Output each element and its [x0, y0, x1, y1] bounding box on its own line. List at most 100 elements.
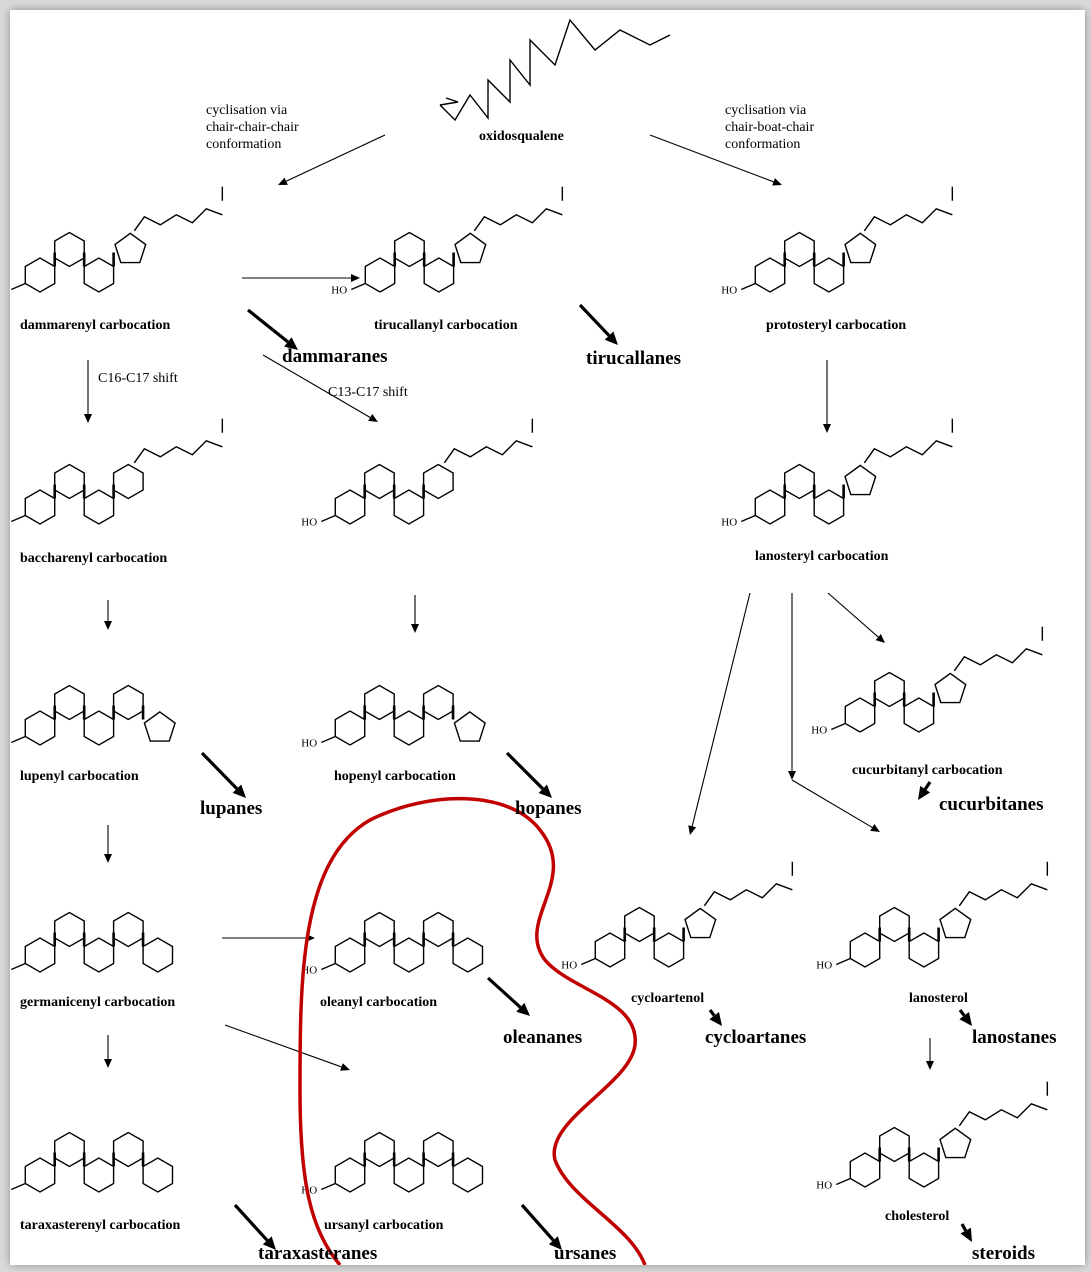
- taraxasterenyl-carbocation-label: taraxasterenyl carbocation: [20, 1218, 181, 1233]
- arrow: [823, 360, 831, 433]
- ring-six: [83, 937, 115, 973]
- arrow-head: [918, 785, 931, 800]
- ring-six: [142, 1157, 174, 1193]
- ring-six: [112, 1131, 144, 1168]
- arrow-head: [516, 1002, 530, 1016]
- oleanyl-carbocation-label: oleanyl carbocation: [320, 995, 438, 1010]
- ring-six: [364, 1131, 395, 1168]
- ring-six: [879, 906, 910, 943]
- lanosteryl-carbocation-label: lanosteryl carbocation: [755, 549, 889, 564]
- bold-arrow: [486, 976, 530, 1016]
- cyclisation-chair-chair-chair-note: cyclisation via chair-chair-chair confor…: [206, 102, 299, 153]
- ring-six: [754, 489, 786, 525]
- structure-protosteryl: HO: [721, 186, 954, 297]
- highlight-outline: [298, 796, 647, 1265]
- ring-six: [393, 937, 425, 973]
- ring-six: [903, 697, 935, 733]
- hydroxyl-bond: [321, 514, 336, 523]
- arrow-head: [104, 621, 112, 630]
- protosteryl-carbocation-label: protosteryl carbocation: [766, 318, 907, 333]
- ring-six: [54, 684, 85, 721]
- arrow: [688, 592, 751, 835]
- arrow: [411, 595, 419, 633]
- structure-hopenyl: HO: [301, 684, 486, 750]
- lupanes-label: lupanes: [200, 798, 263, 819]
- arrow-shaft: [649, 134, 774, 183]
- baccharenyl-carbocation-label: baccharenyl carbocation: [20, 551, 168, 566]
- arrow-shaft: [247, 308, 289, 344]
- hydroxyl-bond: [581, 957, 596, 966]
- ring-five: [114, 232, 147, 264]
- ring-six: [874, 671, 905, 708]
- lupenyl-carbocation-label: lupenyl carbocation: [20, 769, 139, 784]
- hydroxyl-bond: [741, 282, 756, 291]
- ring-six: [422, 684, 454, 721]
- ring-six: [24, 937, 56, 973]
- ring-six: [24, 1157, 56, 1193]
- tirucallanes-label: tirucallanes: [586, 348, 681, 369]
- structure-baccharenyl: HO: [11, 418, 224, 525]
- arrow-shaft: [578, 303, 611, 337]
- ring-six: [393, 489, 425, 525]
- side-chain: [443, 418, 534, 464]
- dammarenyl-carbocation-label: dammarenyl carbocation: [20, 318, 171, 333]
- arrow: [224, 1024, 350, 1071]
- arrow-shaft: [827, 592, 879, 638]
- ring-six: [653, 932, 685, 968]
- structure-lanosteryl: HO: [721, 418, 954, 529]
- ring-six: [452, 937, 484, 973]
- hydroxyl-bond: [11, 1182, 26, 1191]
- cyclisation-left-line-3: conformation: [206, 137, 282, 152]
- arrow-head: [84, 414, 92, 423]
- hopenyl-carbocation-label: hopenyl carbocation: [334, 769, 456, 784]
- side-chain: [863, 186, 954, 232]
- side-chain: [863, 418, 954, 464]
- ring-five: [143, 711, 176, 742]
- structure-ursanyl: HO: [301, 1131, 484, 1197]
- arrow-shaft: [791, 779, 873, 828]
- structure-dammarenyl: HO: [11, 186, 224, 293]
- side-chain: [133, 418, 224, 464]
- arrow: [222, 934, 315, 942]
- structure-lanosterol: HO: [816, 861, 1049, 972]
- ring-six: [813, 489, 845, 525]
- arrow: [242, 274, 360, 282]
- ring-five: [844, 464, 877, 496]
- ring-five: [454, 232, 487, 264]
- hydroxyl-bond: [321, 962, 336, 971]
- pathway-diagram: HOHOHOHOHOHOHOHOHOHOHOHOHOHOHOHO: [11, 18, 1049, 1265]
- arrow-head: [960, 1227, 972, 1242]
- side-chain: [953, 626, 1044, 672]
- ring-six: [594, 932, 626, 968]
- arrow-shaft: [200, 751, 239, 790]
- ring-six: [754, 257, 786, 293]
- arrow-shaft: [708, 1009, 716, 1017]
- ring-five: [939, 1127, 972, 1159]
- c13-c17-shift-label: C13-C17 shift: [328, 385, 408, 400]
- ring-six: [334, 1157, 366, 1193]
- arrow-head: [548, 1236, 562, 1250]
- structure-oleanyl: HO: [301, 911, 484, 977]
- hydroxyl-bond: [741, 514, 756, 523]
- structure-taraxasterenyl: HO: [11, 1131, 174, 1193]
- ring-six: [83, 1157, 115, 1193]
- bold-arrow: [233, 1203, 276, 1250]
- ring-five: [453, 711, 486, 742]
- ring-six: [813, 257, 845, 293]
- hydroxyl-label: HO: [301, 738, 317, 750]
- hydroxyl-bond: [836, 957, 851, 966]
- side-chain: [473, 186, 564, 232]
- ring-six: [142, 937, 174, 973]
- ring-six: [849, 1152, 881, 1188]
- arrow-head: [368, 414, 378, 422]
- arrow-head: [959, 1012, 972, 1026]
- arrow-head: [411, 624, 419, 633]
- arrow-head: [351, 274, 360, 282]
- hydroxyl-label: HO: [816, 1180, 832, 1192]
- lanosterol-label: lanosterol: [909, 991, 968, 1006]
- arrow-shaft: [224, 1024, 342, 1068]
- hydroxyl-label: HO: [721, 285, 737, 297]
- arrow-head: [262, 1236, 276, 1250]
- hydroxyl-bond: [11, 735, 26, 744]
- bold-arrow: [200, 751, 246, 798]
